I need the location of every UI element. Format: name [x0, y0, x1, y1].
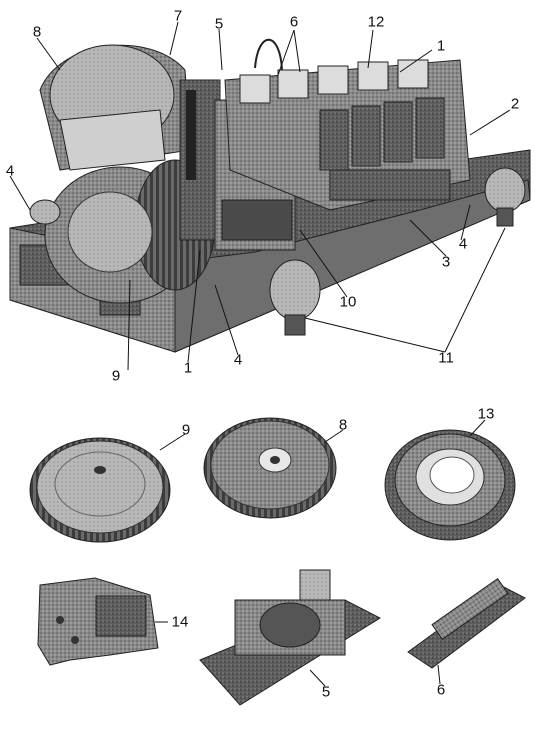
bracket-14 [37, 577, 159, 666]
callout-1-top: 1 [436, 37, 446, 55]
callout-5-main: 5 [214, 15, 224, 33]
callout-13: 13 [477, 405, 495, 423]
callout-8-main: 8 [32, 23, 42, 41]
callout-4-right: 4 [458, 235, 468, 253]
leader-lines [9, 21, 511, 371]
callout-9-part: 9 [181, 421, 191, 439]
callout-1-bottom: 1 [183, 359, 193, 377]
callout-10: 10 [339, 293, 357, 311]
callout-6-main: 6 [289, 13, 299, 31]
callout-8-part: 8 [338, 416, 348, 434]
callout-14: 14 [171, 613, 189, 631]
callout-11: 11 [438, 349, 454, 367]
gear-8 [203, 417, 337, 519]
callout-12: 12 [367, 13, 385, 31]
callout-6-part: 6 [436, 681, 446, 699]
bearing-13 [384, 429, 516, 541]
callout-4-bottom: 4 [233, 351, 243, 369]
contact-6 [407, 577, 526, 669]
callout-4-left: 4 [5, 162, 15, 180]
gear-9 [29, 437, 171, 543]
callout-3: 3 [441, 253, 451, 271]
main-assembly [9, 38, 531, 353]
callout-7: 7 [173, 7, 183, 25]
callout-5-part: 5 [321, 683, 331, 701]
callout-2: 2 [510, 95, 520, 113]
callout-9-main: 9 [111, 367, 121, 385]
relay-5 [199, 569, 382, 706]
